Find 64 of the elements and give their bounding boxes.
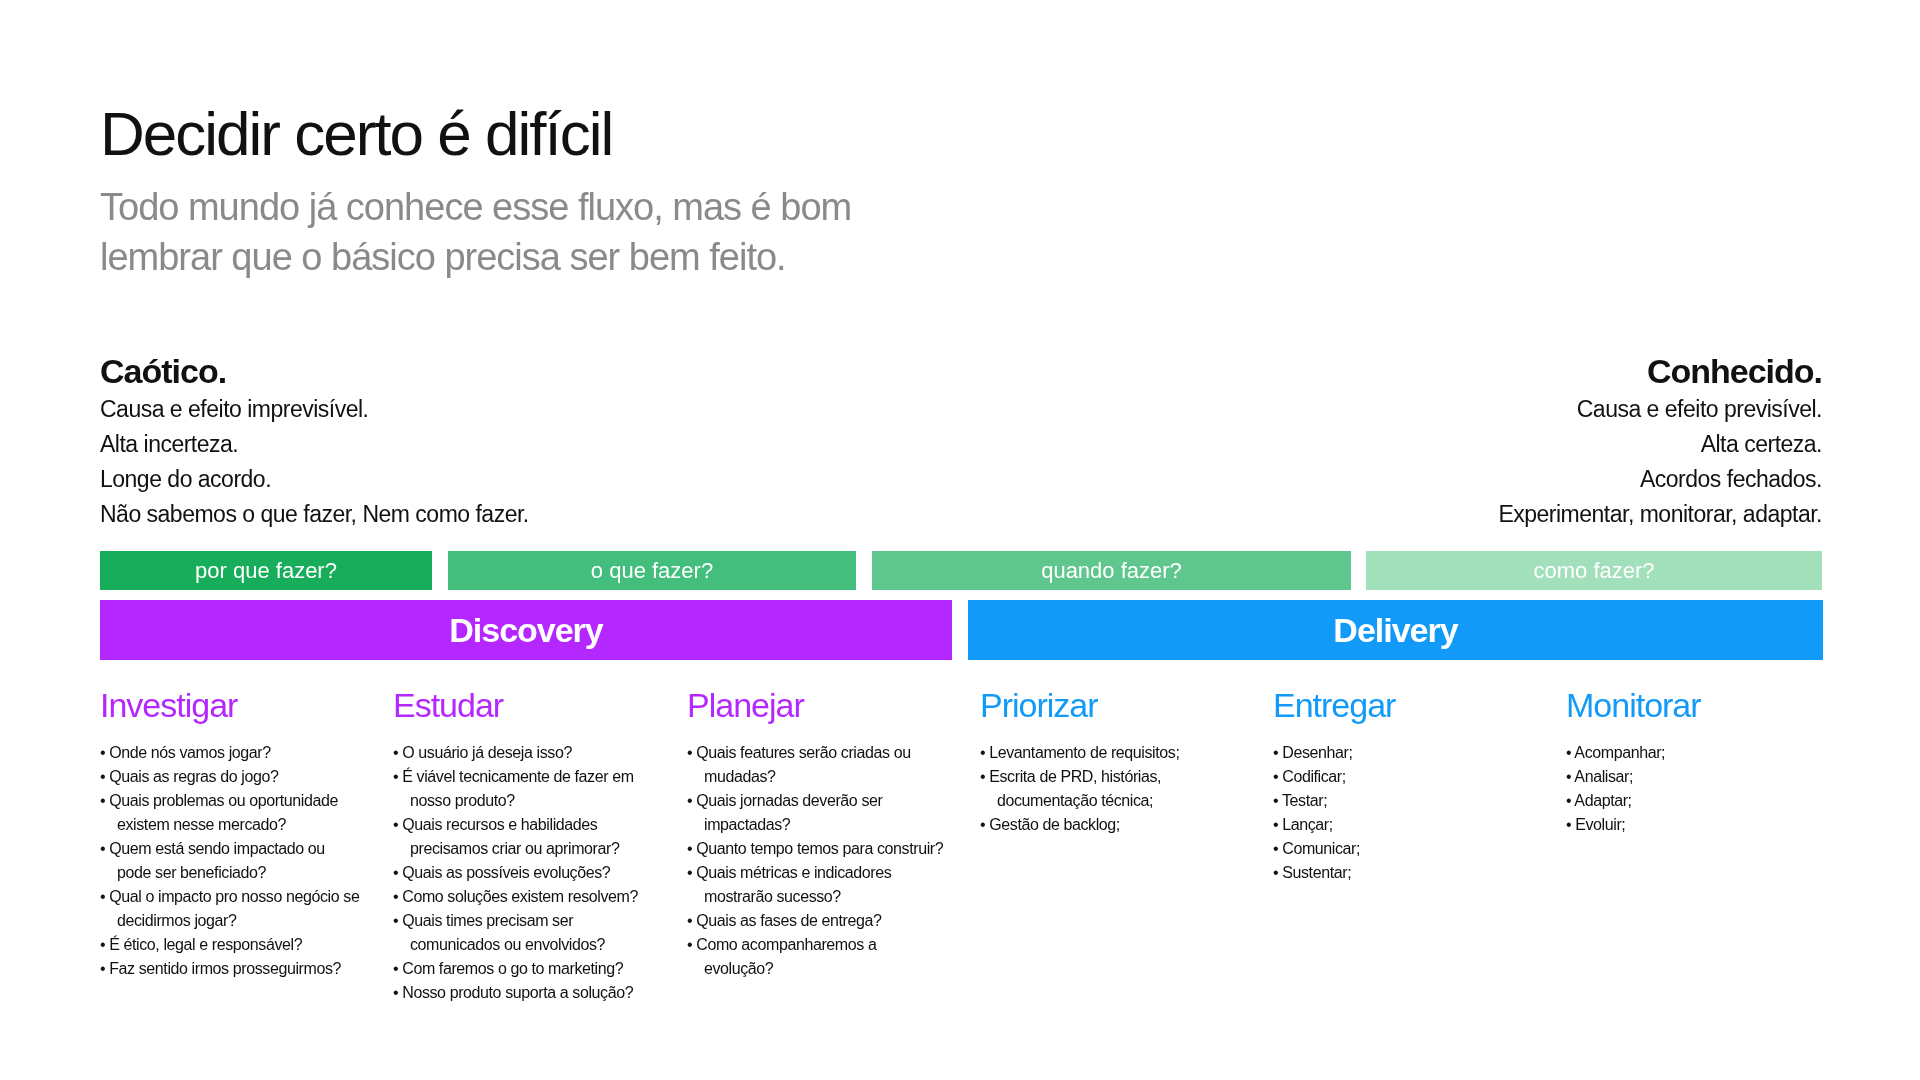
bullet-item: • Sustentar;: [1273, 863, 1353, 883]
bar-label: Delivery: [1333, 610, 1458, 650]
state-line: Alta incerteza.: [100, 430, 240, 459]
bar-label: o que fazer?: [590, 557, 714, 584]
bullet-item: • Como acompanharemos a evolução?: [687, 935, 878, 979]
bullet-item: • Quais as regras do jogo?: [100, 767, 280, 787]
state-line: Não sabemos o que fazer, Nem como fazer.: [100, 500, 529, 529]
column-heading: Priorizar: [980, 685, 1099, 726]
bullet-item: • Quais as possíveis evoluções?: [393, 863, 612, 883]
bullet-item: • Quais métricas e indicadores mostrarão sucesso?: [687, 863, 893, 907]
state-heading: Caótico.: [100, 351, 228, 392]
column-heading: Monitorar: [1566, 685, 1702, 726]
column-heading: Entregar: [1273, 685, 1397, 726]
state-line: Longe do acordo.: [100, 465, 273, 494]
bullet-item: • Qual o impacto pro nosso negócio se decidirmos jogar?: [100, 887, 361, 931]
bullet-item: • Comunicar;: [1273, 839, 1362, 859]
bullet-item: • Acompanhar;: [1566, 743, 1667, 763]
page-title: Decidir certo é difícil: [100, 98, 613, 169]
column-heading: Planejar: [687, 685, 806, 726]
bullet-item: • Evoluir;: [1566, 815, 1627, 835]
bullet-item: • Nosso produto suporta a solução?: [393, 983, 635, 1003]
phase-band: [968, 600, 1823, 660]
column-heading: Investigar: [100, 685, 239, 726]
stage-bar: [872, 551, 1351, 590]
bullet-item: • Quais recursos e habilidades precisamos criar ou aprimorar?: [393, 815, 621, 859]
bullet-item: • Quais features serão criadas ou mudadas?: [687, 743, 912, 787]
phase-band: [100, 600, 952, 660]
state-line: Alta certeza.: [1699, 430, 1822, 459]
bar-label: quando fazer?: [1041, 557, 1182, 584]
state-heading: Conhecido.: [1645, 351, 1822, 392]
bullet-item: • Faz sentido irmos prosseguirmos?: [100, 959, 342, 979]
bar-label: Discovery: [449, 610, 603, 650]
bullet-item: • Como soluções existem resolvem?: [393, 887, 639, 907]
state-line: Acordos fechados.: [1639, 465, 1822, 494]
bullet-item: • Quais jornadas deverão ser impactadas?: [687, 791, 884, 835]
bullet-item: • O usuário já deseja isso?: [393, 743, 573, 763]
stage-bar: [1366, 551, 1822, 590]
bullet-item: • Gestão de backlog;: [980, 815, 1121, 835]
bullet-item: • Desenhar;: [1273, 743, 1354, 763]
subtitle: Todo mundo já conhece esse fluxo, mas é bom lembrar que o básico precisa ser bem feito.: [100, 185, 853, 280]
bullet-item: • Levantamento de requisitos;: [980, 743, 1181, 763]
column-heading: Estudar: [393, 685, 505, 726]
bullet-item: • Codificar;: [1273, 767, 1347, 787]
bullet-item: • Onde nós vamos jogar?: [100, 743, 272, 763]
stage-bar: [448, 551, 856, 590]
bar-label: por que fazer?: [195, 557, 337, 584]
bullet-item: • Analisar;: [1566, 767, 1634, 787]
bullet-item: • Quem está sendo impactado ou pode ser beneficiado?: [100, 839, 326, 883]
bullet-item: • Testar;: [1273, 791, 1329, 811]
bullet-item: • Com faremos o go to marketing?: [393, 959, 625, 979]
bullet-item: • Escrita de PRD, histórias, documentação técnica;: [980, 767, 1163, 811]
state-line: Causa e efeito previsível.: [1575, 395, 1822, 424]
bullet-item: • Quais times precisam ser comunicados ou envolvidos?: [393, 911, 607, 955]
state-line: Experimentar, monitorar, adaptar.: [1498, 500, 1822, 529]
bar-label: como fazer?: [1533, 557, 1655, 584]
stage-bar: [100, 551, 432, 590]
state-line: Causa e efeito imprevisível.: [100, 395, 370, 424]
bullet-item: • Quais as fases de entrega?: [687, 911, 883, 931]
bullet-item: • É viável tecnicamente de fazer em nosso produto?: [393, 766, 635, 811]
bullet-item: • É ético, legal e responsável?: [100, 934, 304, 955]
bullet-item: • Quanto tempo temos para construir?: [687, 839, 945, 859]
bullet-item: • Adaptar;: [1566, 791, 1633, 811]
bullet-item: • Quais problemas ou oportunidade existem nesse mercado?: [100, 791, 339, 835]
bullet-item: • Lançar;: [1273, 815, 1334, 835]
